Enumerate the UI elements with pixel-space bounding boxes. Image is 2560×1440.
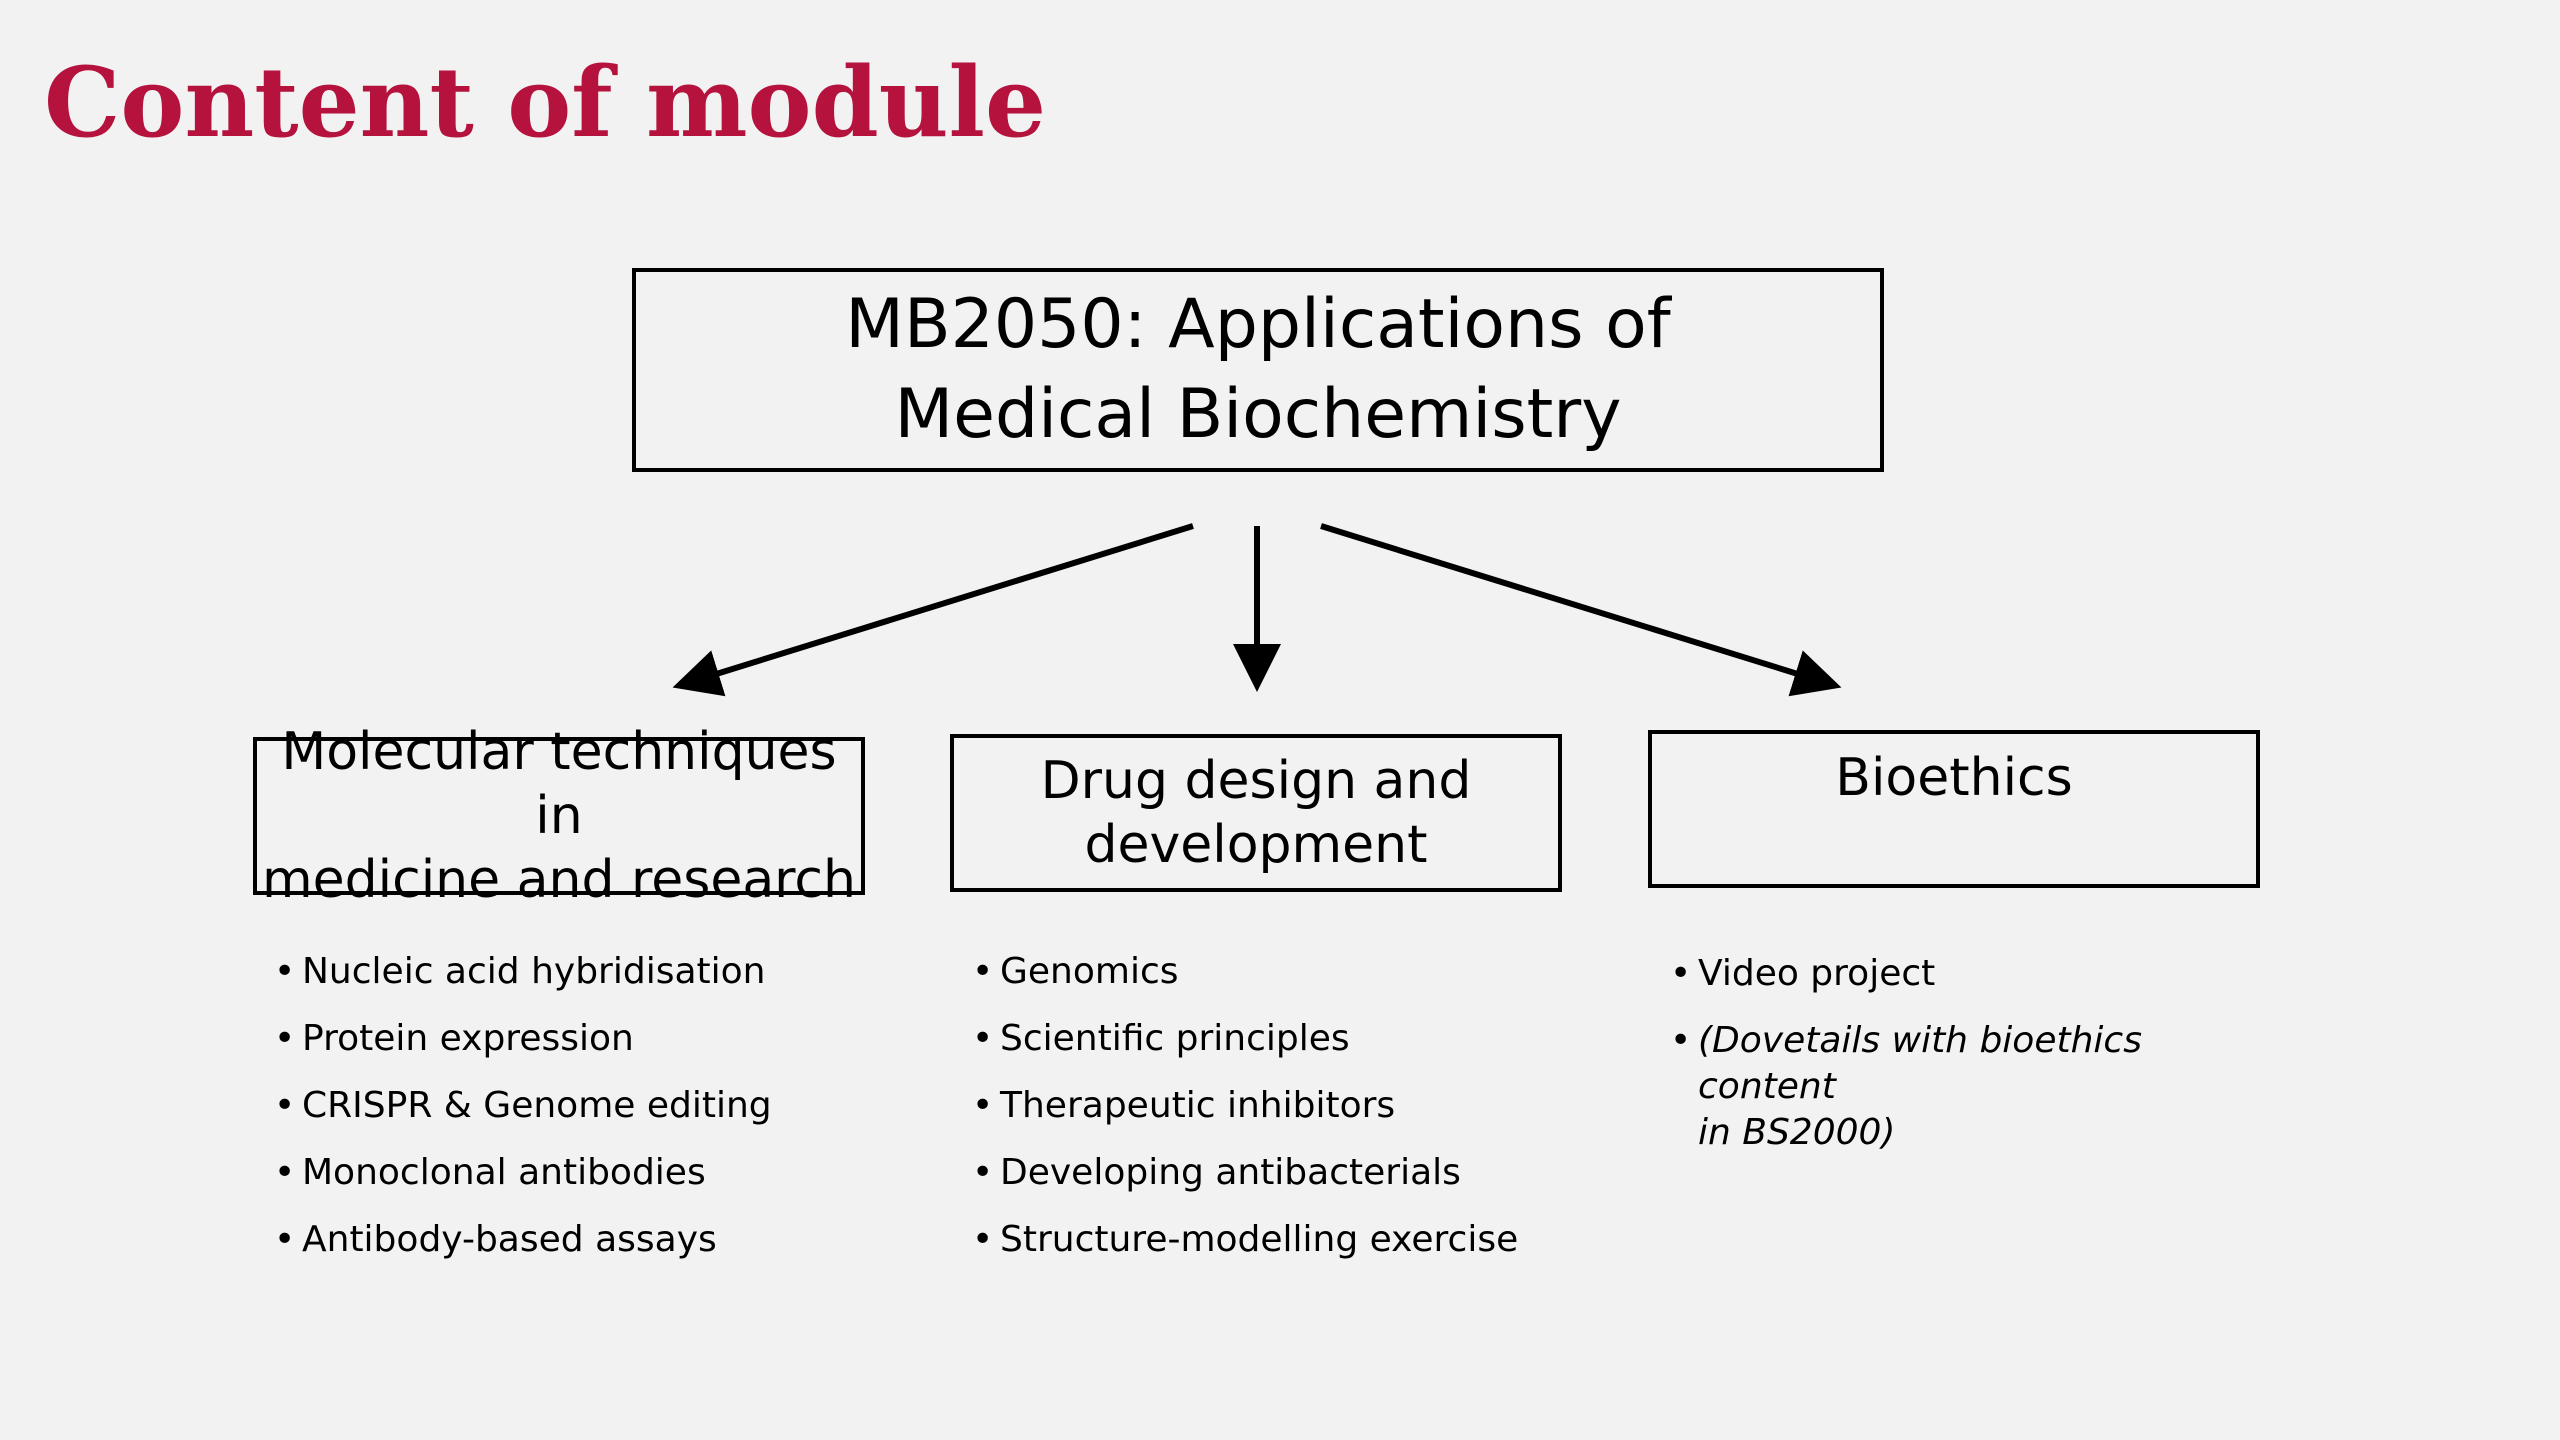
list-item: (Dovetails with bioethics content in BS2… [1670,1018,2290,1156]
molecular-techniques-box: Molecular techniques in medicine and res… [253,722,865,910]
list-item: Antibody-based assays [274,1217,914,1263]
drug-design-label: Drug design and development [1040,751,1472,875]
arrow-to-molecular [672,523,1194,697]
molecular-techniques-label: Molecular techniques in medicine and res… [262,722,856,910]
module-box-label: MB2050: Applications of Medical Biochemi… [845,285,1671,454]
list-item: CRISPR & Genome editing [274,1083,914,1129]
list-item: Monoclonal antibodies [274,1150,914,1196]
bioethics-box: Bioethics [1648,730,2260,888]
list-item: Protein expression [274,1016,914,1062]
slide-title: Content of module [44,46,1047,159]
list-item: Scientific principles [972,1016,1612,1062]
list-item: Genomics [972,949,1612,995]
list-item: Video project [1670,951,2290,997]
list-item: Therapeutic inhibitors [972,1083,1612,1129]
list-item: Structure-modelling exercise [972,1217,1612,1263]
molecular-techniques-list: Nucleic acid hybridisation Protein expre… [274,949,914,1284]
bioethics-list: Video project (Dovetails with bioethics … [1670,951,2290,1177]
drug-design-list: Genomics Scientific principles Therapeut… [972,949,1612,1284]
list-item: Developing antibacterials [972,1150,1612,1196]
bioethics-label: Bioethics [1835,748,2073,808]
list-item: Nucleic acid hybridisation [274,949,914,995]
drug-design-box: Drug design and development [950,734,1562,892]
module-box: MB2050: Applications of Medical Biochemi… [632,268,1884,472]
arrow-to-bioethics [1320,523,1842,697]
